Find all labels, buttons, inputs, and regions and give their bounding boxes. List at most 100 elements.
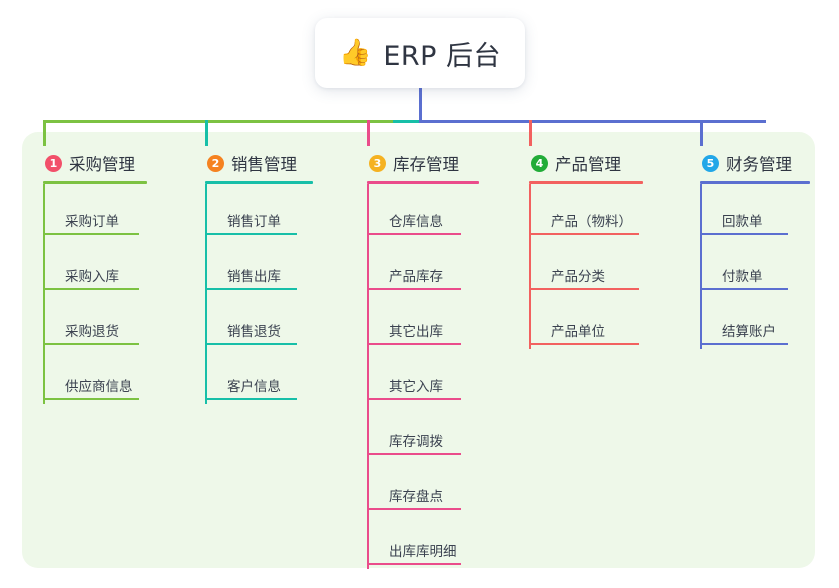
leaf-label: 产品（物料） [551, 214, 632, 230]
leaf-item[interactable]: 销售订单 [205, 184, 313, 239]
leaf-label: 回款单 [722, 214, 763, 230]
leaf-item[interactable]: 采购退货 [43, 294, 147, 349]
leaf-label: 客户信息 [227, 379, 281, 395]
column-badge-1: 1 [45, 154, 62, 172]
leaf-label: 采购订单 [65, 214, 119, 230]
column-badge-2: 2 [207, 154, 224, 172]
leaf-underline [367, 453, 461, 455]
root-node[interactable]: 👍 ERP 后台 [315, 18, 525, 88]
leaf-label: 仓库信息 [389, 214, 443, 230]
leaf-item[interactable]: 销售出库 [205, 239, 313, 294]
column-4: 4 产品管理产品（物料） 产品分类产品单位 [529, 146, 643, 349]
leaf-list-1: 采购订单采购入库采购退货供应商信息 [43, 184, 147, 404]
leaf-label: 销售退货 [227, 324, 281, 340]
leaf-item[interactable]: 产品单位 [529, 294, 643, 349]
column-3: 3 库存管理仓库信息产品库存其它出库其它入库库存调拨库存盘点出库库明细 [367, 146, 479, 569]
leaf-item[interactable]: 客户信息 [205, 349, 313, 404]
leaf-underline [367, 233, 461, 235]
leaf-underline [529, 288, 639, 290]
leaf-label: 供应商信息 [65, 379, 133, 395]
connector-corner-right [660, 120, 703, 123]
leaf-underline [700, 343, 788, 345]
column-underline-4 [529, 181, 643, 184]
connector-bar-blue [419, 120, 766, 123]
leaf-item[interactable]: 库存盘点 [367, 459, 479, 514]
leaf-underline [529, 343, 639, 345]
column-title-3: 库存管理 [393, 155, 459, 174]
column-title-2: 销售管理 [231, 155, 297, 174]
leaf-label: 付款单 [722, 269, 763, 285]
leaf-underline [700, 288, 788, 290]
leaf-label: 其它入库 [389, 379, 443, 395]
leaf-item[interactable]: 库存调拨 [367, 404, 479, 459]
leaf-item[interactable]: 其它入库 [367, 349, 479, 404]
connector-stub-1 [43, 120, 46, 146]
column-badge-4: 4 [531, 154, 548, 172]
column-title-4: 产品管理 [555, 155, 621, 174]
leaf-underline [205, 398, 297, 400]
column-header-3[interactable]: 3 库存管理 [367, 146, 479, 180]
leaf-underline [205, 288, 297, 290]
leaf-underline [43, 398, 139, 400]
leaf-label: 产品单位 [551, 324, 605, 340]
leaf-label: 产品库存 [389, 269, 443, 285]
leaf-underline [205, 343, 297, 345]
leaf-underline [700, 233, 788, 235]
leaf-underline [367, 288, 461, 290]
leaf-trunk-1 [43, 184, 45, 404]
connector-stub-5 [700, 120, 703, 146]
leaf-label: 销售出库 [227, 269, 281, 285]
leaf-underline [367, 563, 461, 565]
leaf-item[interactable]: 付款单 [700, 239, 810, 294]
leaf-list-5: 回款单付款单结算账户 [700, 184, 810, 349]
leaf-item[interactable]: 产品分类 [529, 239, 643, 294]
leaf-list-4: 产品（物料） 产品分类产品单位 [529, 184, 643, 349]
column-header-4[interactable]: 4 产品管理 [529, 146, 643, 180]
leaf-label: 销售订单 [227, 214, 281, 230]
column-2: 2 销售管理销售订单销售出库销售退货客户信息 [205, 146, 313, 404]
column-badge-3: 3 [369, 154, 386, 172]
leaf-underline [205, 233, 297, 235]
root-connector-stem [419, 88, 422, 122]
leaf-underline [529, 233, 639, 235]
connector-stub-2 [205, 120, 208, 146]
leaf-item[interactable]: 仓库信息 [367, 184, 479, 239]
leaf-item[interactable]: 产品（物料） [529, 184, 643, 239]
leaf-underline [43, 233, 139, 235]
leaf-underline [367, 398, 461, 400]
leaf-label: 产品分类 [551, 269, 605, 285]
leaf-item[interactable]: 供应商信息 [43, 349, 147, 404]
connector-corner-left [43, 120, 87, 123]
leaf-label: 库存盘点 [389, 489, 443, 505]
leaf-label: 库存调拨 [389, 434, 443, 450]
root-title: ERP 后台 [383, 40, 502, 72]
leaf-list-2: 销售订单销售出库销售退货客户信息 [205, 184, 313, 404]
leaf-item[interactable]: 采购订单 [43, 184, 147, 239]
leaf-label: 出库库明细 [389, 544, 457, 560]
leaf-item[interactable]: 结算账户 [700, 294, 810, 349]
leaf-underline [367, 343, 461, 345]
column-underline-1 [43, 181, 147, 184]
leaf-item[interactable]: 其它出库 [367, 294, 479, 349]
column-underline-3 [367, 181, 479, 184]
leaf-trunk-2 [205, 184, 207, 404]
column-badge-5: 5 [702, 154, 719, 172]
connector-bar-green [84, 120, 395, 123]
leaf-item[interactable]: 采购入库 [43, 239, 147, 294]
column-header-2[interactable]: 2 销售管理 [205, 146, 313, 180]
leaf-item[interactable]: 回款单 [700, 184, 810, 239]
leaf-underline [43, 343, 139, 345]
leaf-item[interactable]: 出库库明细 [367, 514, 479, 569]
leaf-label: 采购入库 [65, 269, 119, 285]
column-underline-5 [700, 181, 810, 184]
connector-stub-3 [367, 120, 370, 146]
leaf-label: 其它出库 [389, 324, 443, 340]
leaf-item[interactable]: 产品库存 [367, 239, 479, 294]
leaf-label: 结算账户 [722, 324, 776, 340]
leaf-item[interactable]: 销售退货 [205, 294, 313, 349]
